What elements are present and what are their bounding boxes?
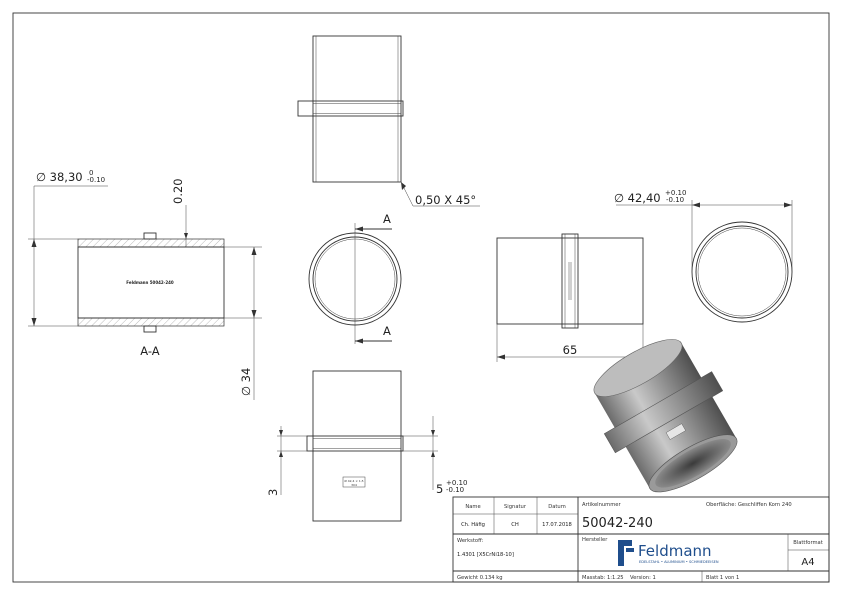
svg-text:304: 304 xyxy=(351,483,357,487)
tb-signature-header: Signatur xyxy=(504,504,527,510)
ring-width-tol-upper: +0.10 xyxy=(446,479,467,487)
section-ring-top xyxy=(143,232,157,240)
front-view: A A xyxy=(308,212,402,344)
tb-sheet: Blatt 1 von 1 xyxy=(706,575,739,581)
ring-diameter-tol-upper: +0.10 xyxy=(665,189,686,197)
section-marker-bottom: A xyxy=(383,324,391,338)
feldmann-logo: Feldmann EDELSTAHL • ALUMINIUM • SCHMIED… xyxy=(618,540,719,566)
section-marker-top: A xyxy=(383,212,391,226)
ring-width-dim: 5 xyxy=(436,482,443,496)
section-marking: Feldmann 50042-240 xyxy=(126,280,174,285)
side-view: 65 xyxy=(496,233,644,362)
tb-weight: Gewicht 0.134 kg xyxy=(457,575,503,581)
groove-height-dim: 3 xyxy=(266,489,280,496)
top-view: 0,50 X 45° xyxy=(297,35,480,207)
isometric-render xyxy=(593,339,738,493)
section-ring-bottom xyxy=(143,325,157,333)
tb-scale: Masstab: 1:1.25 xyxy=(582,575,624,581)
chamfer-dim: 0,50 X 45° xyxy=(415,193,476,207)
tb-date-header: Datum xyxy=(548,504,566,510)
wall-dim: 0.20 xyxy=(171,178,185,204)
outer-diameter-tol-lower: -0.10 xyxy=(87,176,105,184)
tb-drawer-signature: CH xyxy=(511,522,519,528)
tb-surface: Oberfläche: Geschliffen Korn 240 xyxy=(706,502,792,508)
bottom-view: Ø 42,4 × 1,5 304 3 5 +0.10 -0.10 xyxy=(266,370,467,522)
tb-drawer-date: 17.07.2018 xyxy=(542,522,572,528)
section-hatch-bottom xyxy=(77,317,225,327)
tb-sheet-format-label: Blattformat xyxy=(793,540,823,546)
brand-name: Feldmann xyxy=(638,542,712,560)
tb-material-value: 1.4301 [X5CrNi18-10] xyxy=(457,552,514,558)
tb-version: Version: 1 xyxy=(630,575,656,581)
section-label: A-A xyxy=(140,344,160,358)
ring-diameter-tol-lower: -0.10 xyxy=(666,196,684,204)
tb-name-header: Name xyxy=(465,504,480,510)
inner-diameter-dim: ∅ 34 xyxy=(239,368,253,396)
svg-text:Ø 42,4 × 1,5: Ø 42,4 × 1,5 xyxy=(344,478,363,483)
ring-width-tol-lower: -0.10 xyxy=(446,486,464,494)
tb-article-label: Artikelnummer xyxy=(582,502,621,508)
tb-drawer-name: Ch. Häfig xyxy=(461,522,485,528)
ring-diameter-dim: ∅ 42,40 xyxy=(614,191,661,205)
outer-diameter-dim: ∅ 38,30 xyxy=(36,170,83,184)
tb-article-number: 50042-240 xyxy=(582,516,653,531)
brand-tagline: EDELSTAHL • ALUMINIUM • SCHMIEDEEISEN xyxy=(639,560,719,564)
section-bore xyxy=(77,246,225,319)
length-dim: 65 xyxy=(563,343,578,357)
tb-manufacturer-label: Hersteller xyxy=(582,537,608,543)
title-block: Name Signatur Datum Ch. Häfig CH 17.07.2… xyxy=(452,496,830,583)
ring-end-view: ∅ 42,40 +0.10 -0.10 xyxy=(614,189,793,323)
sheet-border xyxy=(12,12,830,583)
section-hatch-top xyxy=(77,238,225,248)
outer-diameter-tol-upper: 0 xyxy=(89,169,93,177)
section-view-aa: Feldmann 50042-240 A-A ∅ 38,30 0 -0.10 0… xyxy=(28,169,262,400)
tb-material-label: Werkstoff: xyxy=(457,538,484,544)
tb-sheet-format: A4 xyxy=(801,557,814,568)
